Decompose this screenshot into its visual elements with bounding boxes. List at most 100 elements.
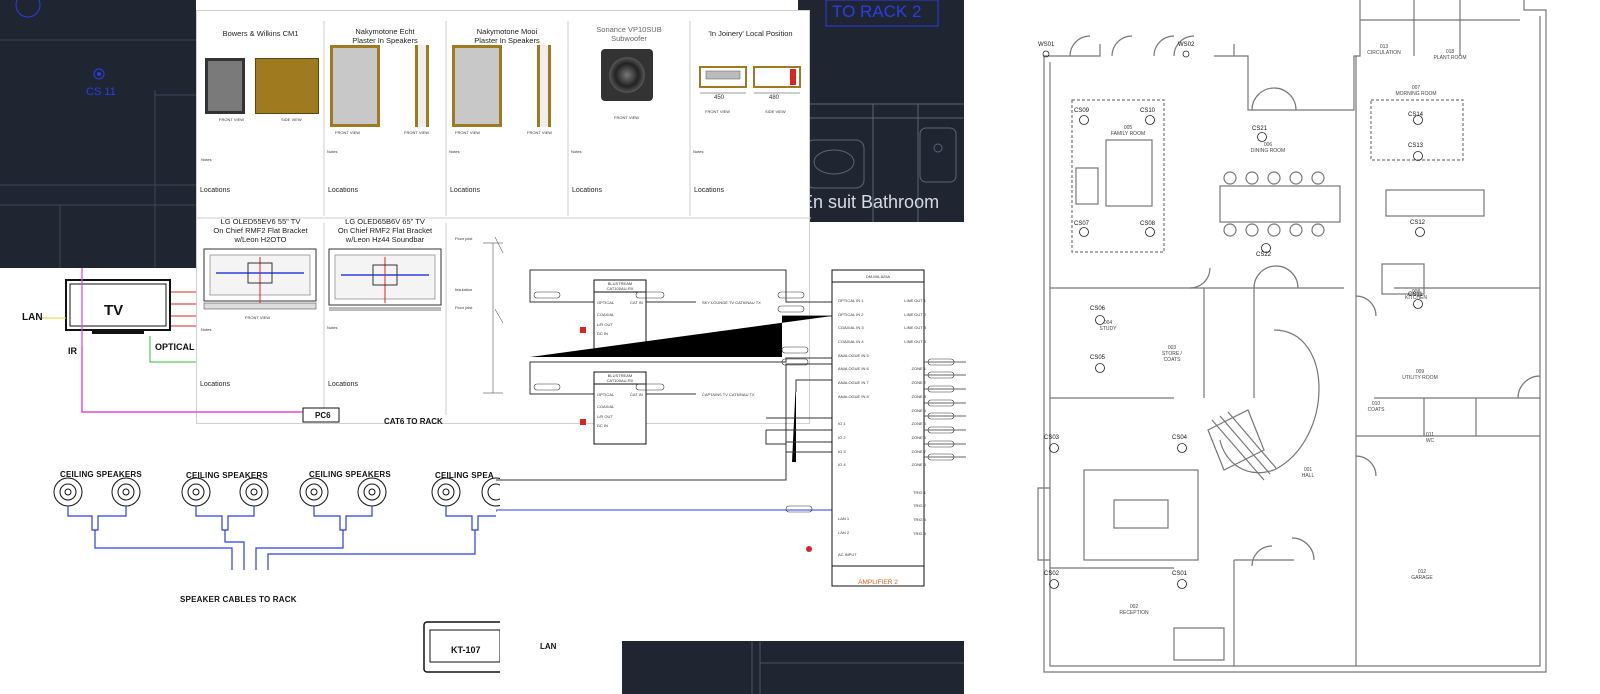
ceiling-speakers-label: CEILING SPEAKERS	[309, 470, 391, 479]
joinery-dim: 450	[714, 95, 725, 101]
receiver-feed: SKY LOUNGE TV CAT6/NAU TX	[702, 300, 761, 305]
cad-label-rack: TO RACK 2	[832, 2, 922, 21]
amp-output: ZONE 6	[911, 434, 926, 440]
amp-output: LINE OUT 2	[904, 311, 926, 317]
ceiling-speakers-label: CEILING SPEA	[435, 471, 494, 480]
section-label: Insulation	[455, 287, 473, 292]
amp-input: IO 4	[838, 462, 846, 468]
marker-label: CS04	[1172, 435, 1188, 441]
notes-label: Notes	[327, 149, 338, 154]
sheet-title-mooi: Nakymotone Mooi Plaster In Speakers	[474, 27, 540, 45]
view-label: SIDE VIEW	[765, 109, 786, 114]
amplifier-inputs: OPTICAL IN 1 OPTICAL IN 2 COAXIAL IN 3 C…	[838, 298, 888, 566]
marker-label: CS01	[1172, 571, 1188, 577]
cad-label-cs11: CS 11	[86, 86, 116, 98]
locations-heading: Locations	[200, 187, 230, 194]
amp-output: ZONE 8	[911, 462, 926, 468]
notes-label: Notes	[201, 327, 212, 332]
joinery-dim: 480	[769, 95, 780, 101]
view-label: FRONT VIEW	[335, 130, 361, 135]
marker-label: CS05	[1090, 355, 1106, 361]
receiver-port: COAXIAL	[597, 404, 615, 409]
sheet-title-lg55: LG OLED55EV6 55" TV On Chief RMF2 Flat B…	[213, 217, 308, 244]
sheet-title-lg65: LG OLED65B6V 65" TV On Chief RMF2 Flat B…	[337, 217, 433, 244]
optical-label: OPTICAL	[155, 342, 195, 352]
locations-heading: Locations	[572, 187, 602, 194]
marker-label: CS06	[1090, 306, 1106, 312]
sheet-title-echt: Nakymotone Echt Plaster In Speakers	[352, 27, 418, 45]
notes-label: Notes	[693, 149, 704, 154]
view-label: FRONT VIEW	[219, 117, 245, 122]
tv-65-drawing	[328, 248, 442, 311]
cat-label: CAT6 TO RACK	[384, 417, 443, 426]
amp-output: TRIG 3	[913, 517, 926, 523]
marker-label: CS11	[1408, 292, 1423, 298]
amp-output: TRIG 1	[913, 489, 926, 495]
receiver-port: L/R OUT	[597, 322, 613, 327]
spec-sheet-grid	[197, 21, 811, 415]
amp-input: ANALOGUE IN 8	[838, 393, 869, 399]
receiver-port: CAT IN	[630, 392, 643, 397]
sheet-title-bw-cm1: Bowers & Wilkins CM1	[222, 29, 299, 38]
view-label: FRONT VIEW	[455, 130, 481, 135]
amplifier-footer: AMPLIFIER 2	[858, 579, 898, 586]
locations-heading: Locations	[694, 187, 724, 194]
amp-output: LINE OUT 3	[904, 325, 926, 331]
av-schematic-wiring	[42, 268, 500, 673]
mooi-front-image	[452, 45, 502, 127]
marker-label: CS21	[1252, 126, 1268, 132]
cad-panel-bottom	[622, 641, 964, 694]
section-drawing	[483, 236, 504, 394]
receiver-title: BLUSTREAM CAT100AU-RX	[606, 281, 634, 291]
floor-plan	[1037, 0, 1547, 673]
view-label: FRONT VIEW	[527, 130, 553, 135]
amp-input: COAXIAL IN 4	[838, 339, 864, 345]
amp-output: LINE OUT 1	[904, 298, 926, 303]
receiver-port: CAT IN	[630, 300, 643, 305]
wiring-schematic	[496, 269, 966, 587]
ir-label: IR	[68, 346, 77, 356]
marker-label: WS02	[1178, 42, 1195, 48]
echt-front-image	[330, 45, 380, 127]
notes-label: Notes	[201, 157, 212, 162]
marker-label: CS10	[1140, 108, 1156, 114]
amp-input: LAN 2	[838, 529, 850, 535]
marker-label: CS02	[1044, 571, 1060, 577]
amp-input: COAXIAL IN 3	[838, 325, 864, 331]
view-label: FRONT VIEW	[404, 130, 430, 135]
marker-label: CS14	[1408, 112, 1424, 118]
section-label: Floor joist	[455, 236, 473, 241]
sheet-title-joinery: 'In Joinery' Local Position	[708, 29, 793, 38]
marker-label: CS12	[1410, 220, 1426, 226]
ceiling-speakers-label: CEILING SPEAKERS	[186, 471, 268, 480]
cad-linework	[0, 0, 196, 268]
amp-input: OPTICAL IN 2	[838, 311, 864, 317]
amp-input: ANALOGUE IN 7	[838, 380, 869, 386]
cad-panel-top-right: TO RACK 2 En suit Bathroom	[798, 0, 964, 222]
amp-output: ZONE 5	[911, 421, 926, 427]
receiver-feed: CAPTAINS TV CAT6/NAU TX	[702, 392, 755, 397]
speaker-front-image	[205, 58, 245, 114]
cad-linework-bottom	[751, 641, 964, 694]
locations-heading: Locations	[328, 381, 358, 388]
echt-side-image	[415, 45, 429, 127]
notes-label: Notes	[571, 149, 582, 154]
cad-linework-bath	[798, 0, 964, 222]
locations-heading: Locations	[200, 381, 230, 388]
amp-input: IO 1	[838, 421, 846, 427]
cad-label-bathroom: En suit Bathroom	[801, 192, 940, 212]
amplifier-outputs: LINE OUT 1 LINE OUT 2 LINE OUT 3 LINE OU…	[888, 298, 926, 544]
section-label: Floor joist	[455, 305, 473, 310]
keypad-label: KT-107	[451, 645, 481, 655]
